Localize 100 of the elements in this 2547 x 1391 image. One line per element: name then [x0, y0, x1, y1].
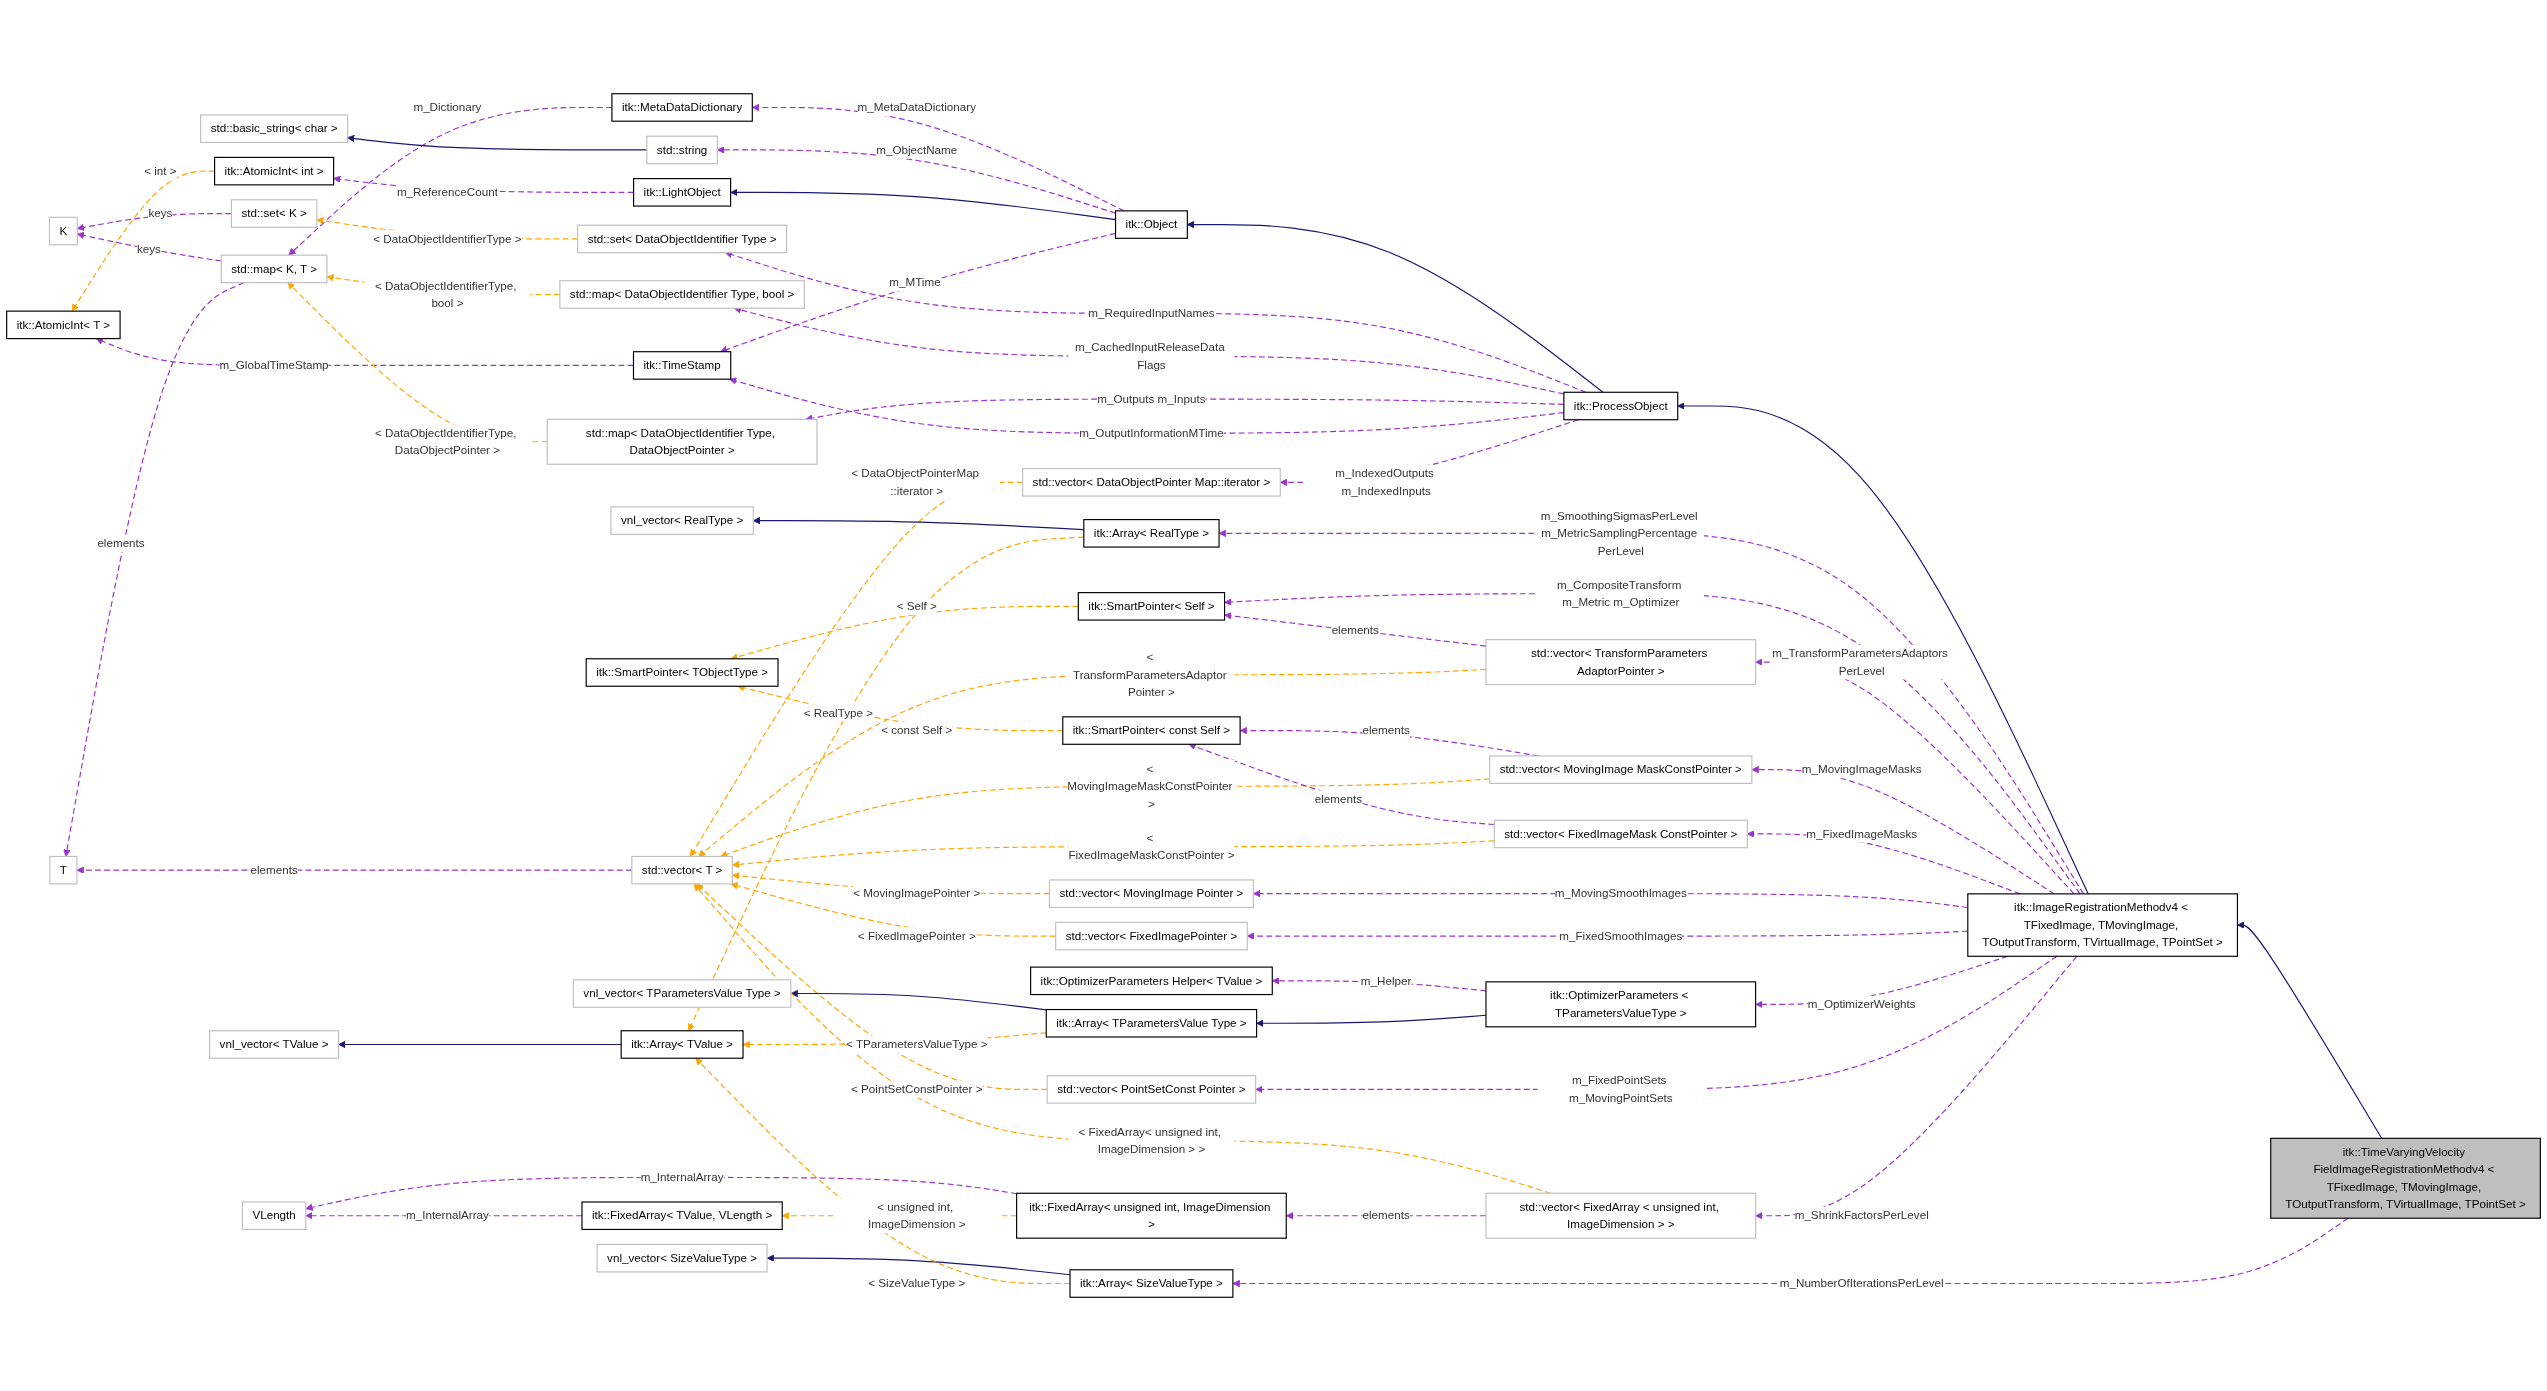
node-box: std::vector< FixedImagePointer > — [1055, 921, 1248, 951]
edge-label: m_FixedImageMasks — [1806, 826, 1918, 841]
edge-label: elements — [250, 863, 298, 877]
node-box: std::map< DataObjectIdentifier Type, DataObjectPointer > — [546, 418, 818, 465]
node-box: itk::FixedArray< TValue, VLength > — [581, 1201, 783, 1231]
edge-label: m_MetaDataDictionary — [857, 100, 977, 114]
edge-label: m_Helper — [1360, 973, 1412, 988]
edge-label: m_Outputs m_Inputs — [1097, 392, 1206, 406]
arrow — [305, 1176, 1018, 1211]
edge-label: m_CachedInputReleaseData Flags — [1075, 340, 1225, 372]
node-box: std::vector< T > — [631, 855, 733, 885]
node-box: itk::OptimizerParameters Helper< TValue > — [1030, 966, 1273, 996]
edge-label: m_CompositeTransform m_Metric m_Optimizer — [1556, 577, 1682, 609]
edge-label: m_ObjectName — [876, 142, 958, 157]
node-box: itk::SmartPointer< TObjectType > — [585, 658, 779, 687]
node-box: itk::AtomicInt< T > — [6, 310, 121, 340]
edge-label: m_RequiredInputNames — [1088, 306, 1215, 320]
edge-label: < MovingImageMaskConstPointer > — [1067, 761, 1233, 811]
edge-label: < const Self > — [881, 723, 953, 737]
node-box: itk::AtomicInt< int > — [214, 156, 335, 186]
edge-label: elements — [1331, 623, 1379, 637]
edge-label: elements — [97, 536, 145, 550]
node-box: std::map< K, T > — [220, 254, 328, 284]
node-box: vnl_vector< TValue > — [209, 1030, 340, 1059]
node-box: std::set< DataObjectIdentifier Type > — [577, 224, 788, 254]
edge-label: < TParametersValueType > — [846, 1037, 988, 1051]
edge-label: < DataObjectPointerMap ::iterator > — [851, 466, 980, 498]
node-box: itk::ImageRegistrationMethodv4 < TFixedImage, TMovingImage, TOutputTransform, TVirtualImage, TPointSet > — [1967, 893, 2238, 957]
edge-label: m_NumberOfIterationsPerLevel — [1779, 1276, 1944, 1290]
edge-label: < unsigned int, ImageDimension > — [868, 1199, 966, 1231]
node-box: itk::SmartPointer< Self > — [1077, 592, 1226, 621]
node-box: std::basic_string< char > — [200, 114, 349, 143]
edge-label: m_FixedPointSets m_MovingPointSets — [1568, 1073, 1673, 1105]
edge-label: m_OutputInformationMTime — [1079, 426, 1224, 440]
arrow — [63, 282, 245, 857]
arrow — [338, 1040, 622, 1049]
edge-label: elements — [1362, 723, 1410, 737]
edge-label: < Self > — [896, 599, 937, 613]
edge-label: < SizeValueType > — [868, 1276, 966, 1290]
node-box: vnl_vector< SizeValueType > — [596, 1243, 768, 1273]
node-box: itk::FixedArray< unsigned int, ImageDimension > — [1016, 1192, 1287, 1239]
edge-label: m_Dictionary — [413, 100, 482, 114]
node-box: std::vector< MovingImage MaskConstPointer > — [1489, 755, 1753, 784]
edge-label: m_ReferenceCount — [396, 185, 498, 199]
node-box: itk::Array< SizeValueType > — [1069, 1269, 1234, 1298]
arrow — [1188, 743, 1495, 826]
node-box: itk::OptimizerParameters < TParametersValueType > — [1485, 981, 1757, 1028]
node-box: itk::Object — [1114, 210, 1188, 239]
arrow — [790, 989, 1047, 1011]
node-box: itk::Array< TParametersValue Type > — [1045, 1008, 1258, 1038]
node-box: T — [49, 855, 78, 885]
edge-label: elements — [1314, 791, 1363, 806]
node-box: vnl_vector< TParametersValue Type > — [572, 979, 792, 1008]
node-box: VLength — [241, 1201, 307, 1231]
edge-label: < DataObjectIdentifierType, bool > — [375, 278, 517, 310]
edge-label: elements — [1362, 1208, 1410, 1222]
edge-label: m_GlobalTimeStamp — [219, 358, 329, 372]
edge-label: < TransformParametersAdaptor Pointer > — [1072, 650, 1227, 699]
edge-label: keys — [136, 242, 161, 256]
edge-label: m_ShrinkFactorsPerLevel — [1794, 1208, 1929, 1222]
arrow — [695, 1057, 1071, 1285]
node-box: std::vector< TransformParameters AdaptorPointer > — [1485, 639, 1757, 686]
edge-label: < RealType > — [803, 705, 873, 720]
node-box: std::vector< FixedImageMask ConstPointer > — [1493, 819, 1748, 849]
arrow — [693, 883, 1551, 1194]
edge-label: m_SmoothingSigmasPerLevel m_MetricSamplingPercentage PerLevel — [1540, 508, 1698, 558]
edge-label: m_InternalArray — [405, 1208, 489, 1222]
edge-label: < MovingImagePointer > — [853, 886, 981, 900]
node-box: itk::TimeVaryingVelocity FieldImageRegistrationMethodv4 < TFixedImage, TMovingImage, TOutputTransform, TVirtualImage, TPointSet > — [2270, 1137, 2541, 1219]
node-box: K — [48, 216, 78, 246]
edge-label: keys — [148, 206, 173, 220]
edge-label: < DataObjectIdentifierType > — [373, 231, 522, 246]
node-box: vnl_vector< RealType > — [610, 506, 754, 535]
edge-label: m_InternalArray — [640, 1170, 724, 1184]
node-box: itk::ProcessObject — [1563, 391, 1679, 421]
edge-label: < DataObjectIdentifierType, DataObjectPointer > — [375, 425, 517, 457]
edge-label: < FixedArray< unsigned int, ImageDimension > > — [1078, 1125, 1222, 1156]
node-box: itk::Array< RealType > — [1083, 519, 1220, 548]
node-box: itk::TimeStamp — [632, 351, 732, 380]
arrow — [725, 251, 1587, 393]
edge-label: m_TransformParametersAdaptors PerLevel — [1772, 646, 1948, 678]
edge-label: < int > — [144, 164, 177, 178]
node-box: std::vector< PointSetConst Pointer > — [1046, 1075, 1257, 1104]
edge-label: < PointSetConstPointer > — [851, 1082, 983, 1096]
arrow — [2237, 921, 2383, 1139]
node-box: itk::SmartPointer< const Self > — [1062, 716, 1241, 745]
edge-label: m_OptimizerWeights — [1807, 997, 1916, 1011]
edge-label: < FixedImagePointer > — [857, 929, 976, 943]
edge-label: m_FixedSmoothImages — [1559, 929, 1683, 943]
node-box: std::map< DataObjectIdentifier Type, bool > — [559, 280, 805, 309]
node-box: std::set< K > — [230, 199, 318, 228]
node-box: std::string — [646, 135, 718, 165]
node-box: itk::Array< TValue > — [620, 1030, 744, 1059]
node-box: std::vector< FixedArray < unsigned int, ImageDimension > > — [1485, 1192, 1757, 1239]
edge-label: m_MTime — [889, 275, 941, 289]
arrow — [1751, 766, 2055, 895]
edge-label: m_MovingSmoothImages — [1554, 886, 1687, 900]
arrow — [1755, 658, 2075, 895]
arrow — [1187, 220, 1604, 393]
node-box: itk::LightObject — [633, 178, 732, 207]
